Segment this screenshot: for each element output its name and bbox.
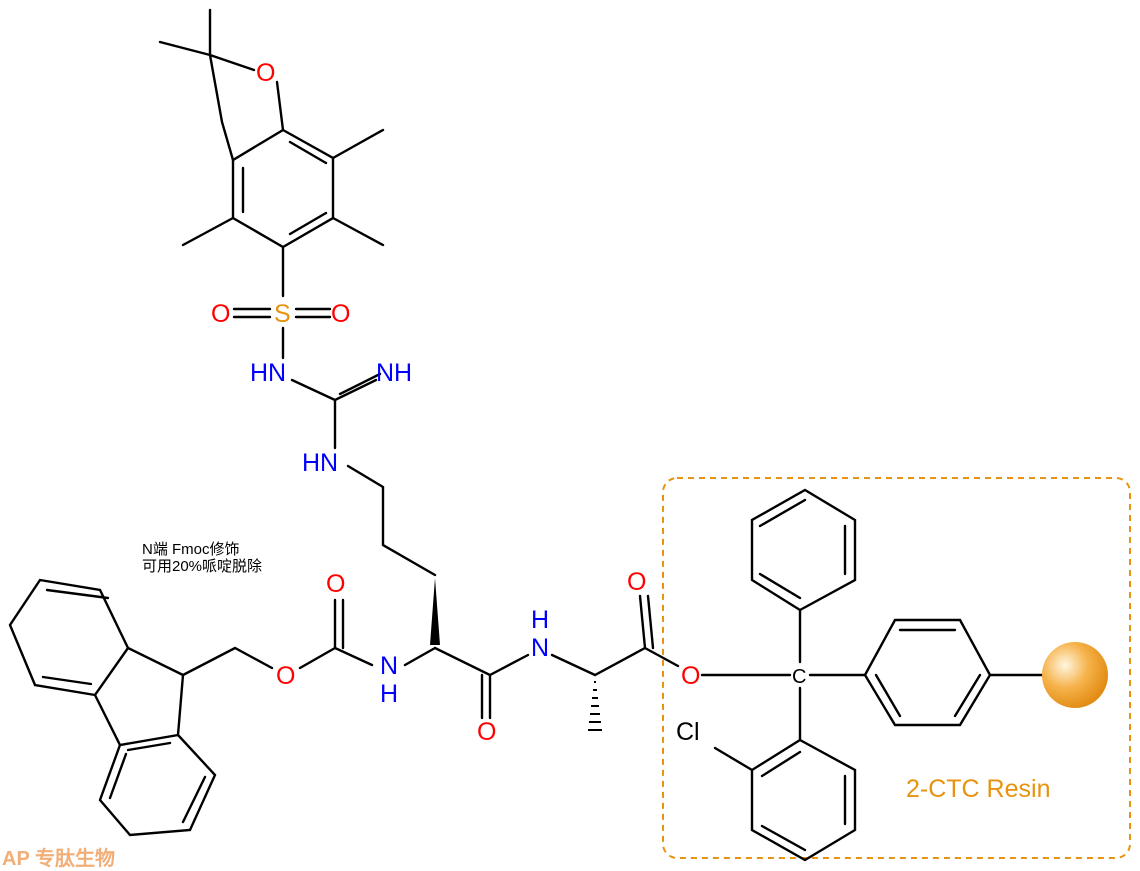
atom-o-carbamate-dbl: O — [326, 570, 345, 598]
atom-nh-imine: NH — [376, 359, 412, 387]
resin-label: 2-CTC Resin — [906, 775, 1051, 803]
atom-h-amide: H — [531, 606, 549, 634]
resin-bead — [1042, 642, 1108, 708]
atom-h-carbamate: H — [380, 680, 398, 708]
atom-nh-sulfonyl: HN — [250, 359, 286, 387]
atom-o-ester: O — [681, 662, 700, 690]
atom-c-trityl: C — [792, 666, 806, 688]
annotation-line-2: 可用20%哌啶脱除 — [142, 558, 263, 575]
atom-s: S — [274, 300, 291, 328]
atom-o-furan: O — [256, 59, 275, 87]
atom-n-amide: N — [531, 634, 549, 662]
atom-o-s2: O — [331, 300, 350, 328]
atom-o-ester-dbl: O — [627, 568, 646, 596]
atom-nh-guanidine: HN — [302, 449, 338, 477]
watermark-logo: AP 专肽生物 — [2, 848, 115, 870]
atom-cl: Cl — [676, 718, 700, 746]
annotation-line-1: N端 Fmoc修饰 — [142, 541, 240, 558]
atom-o-amide: O — [477, 718, 496, 746]
atom-n-carbamate: N — [380, 652, 398, 680]
fmoc-annotation: N端 Fmoc修饰 可用20%哌啶脱除 — [142, 541, 262, 575]
atom-o-s1: O — [211, 300, 230, 328]
bonds — [8, 8, 1044, 862]
atom-o-carbamate: O — [276, 662, 295, 690]
